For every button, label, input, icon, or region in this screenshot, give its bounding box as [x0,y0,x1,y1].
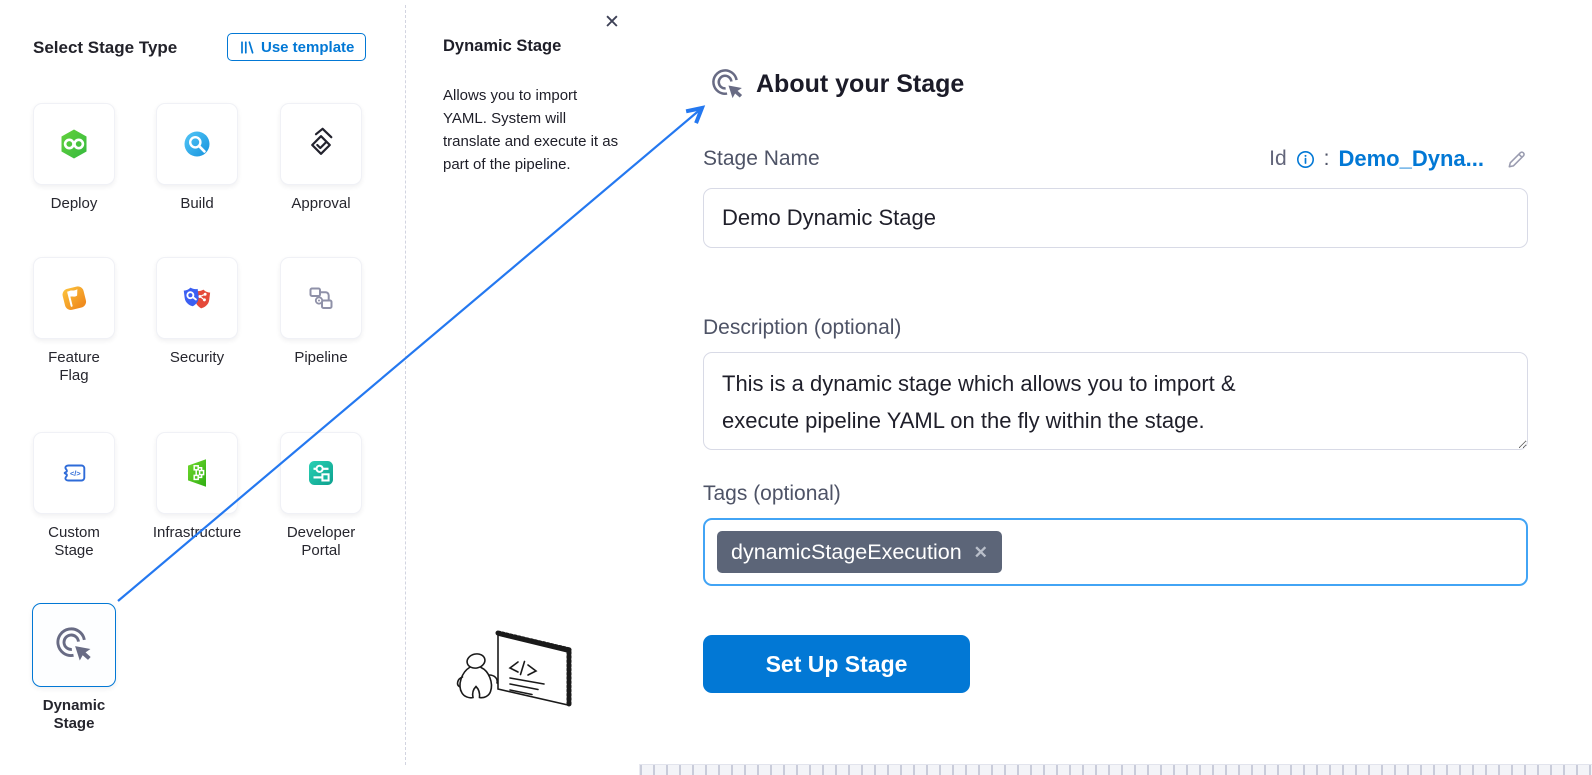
id-separator: : [1323,147,1330,170]
stage-tile-label: Infrastructure [152,524,242,541]
stage-tile-label: Developer Portal [286,524,356,559]
stage-tile-label: Deploy [50,195,98,212]
panel-divider [405,5,406,765]
use-template-label: Use template [261,38,355,56]
pencil-icon [1508,150,1525,167]
template-library-icon [241,40,254,54]
approval-icon [311,127,333,155]
tags-label: Tags (optional) [703,482,841,505]
stage-tile-build[interactable]: Build [156,103,238,213]
svg-text:</>: </> [70,469,81,478]
stage-tile-label: Custom Stage [48,524,100,559]
dynamic-stage-icon [56,627,91,661]
stage-tile-dynamic-stage[interactable]: Dynamic Stage [32,603,116,732]
tag-chip: dynamicStageExecution ✕ [717,531,1002,573]
stage-name-label: Stage Name [703,147,820,170]
use-template-button[interactable]: Use template [227,33,367,61]
description-label: Description (optional) [703,316,902,339]
edit-id-button[interactable] [1505,148,1528,171]
page-title: Select Stage Type [33,38,178,57]
stage-tile-label: Build [180,195,214,212]
stage-tile-label: Dynamic Stage [42,697,106,732]
pipeline-canvas-edge [639,764,1592,775]
stage-tile-feature-flag[interactable]: Feature Flag [33,257,115,384]
pipeline-icon [309,287,333,309]
id-label: Id [1269,147,1287,170]
tags-input[interactable]: dynamicStageExecution ✕ [703,518,1528,586]
stage-tile-infrastructure[interactable]: Infrastructure [152,432,242,542]
set-up-stage-button[interactable]: Set Up Stage [703,635,970,693]
stage-tile-label: Pipeline [294,349,348,366]
about-stage-title: About your Stage [756,70,965,98]
stage-tile-security[interactable]: Security [156,257,238,367]
build-icon [184,131,210,157]
presenter-illustration [456,630,573,709]
stage-tile-deploy[interactable]: Deploy [33,103,115,213]
stage-tile-label: Feature Flag [48,349,100,384]
description-textarea[interactable]: This is a dynamic stage which allows you… [703,352,1528,450]
feature-flag-icon [62,286,87,310]
info-panel-title: Dynamic Stage [443,37,562,55]
stage-tile-pipeline[interactable]: Pipeline [280,257,362,367]
stage-tile-label: Security [169,349,225,366]
tag-remove-icon[interactable]: ✕ [973,542,988,562]
stage-tile-approval[interactable]: Approval [280,103,362,213]
stage-name-input[interactable] [703,188,1528,248]
stage-tile-label: Approval [291,195,351,212]
stage-tile-developer-portal[interactable]: Developer Portal [280,432,362,559]
infrastructure-icon [188,459,206,487]
dynamic-stage-icon [712,69,743,99]
stage-tile-custom-stage[interactable]: </> Custom Stage [33,432,115,559]
close-icon[interactable]: ✕ [604,12,620,33]
custom-stage-icon: </> [63,464,86,482]
developer-portal-icon [309,461,333,485]
tag-chip-text: dynamicStageExecution [731,539,962,564]
about-stage-header: About your Stage [710,67,964,102]
info-panel-description: Allows you to import YAML. System will t… [443,87,619,173]
security-icon [183,287,211,309]
deploy-icon [61,129,87,159]
stage-id-value: Demo_Dyna... [1338,146,1485,171]
info-icon[interactable] [1296,150,1315,169]
stage-id-row: Id : Demo_Dyna... [1269,146,1528,172]
stage-name-row: Stage Name Id : Demo_Dyna... [703,142,1528,176]
